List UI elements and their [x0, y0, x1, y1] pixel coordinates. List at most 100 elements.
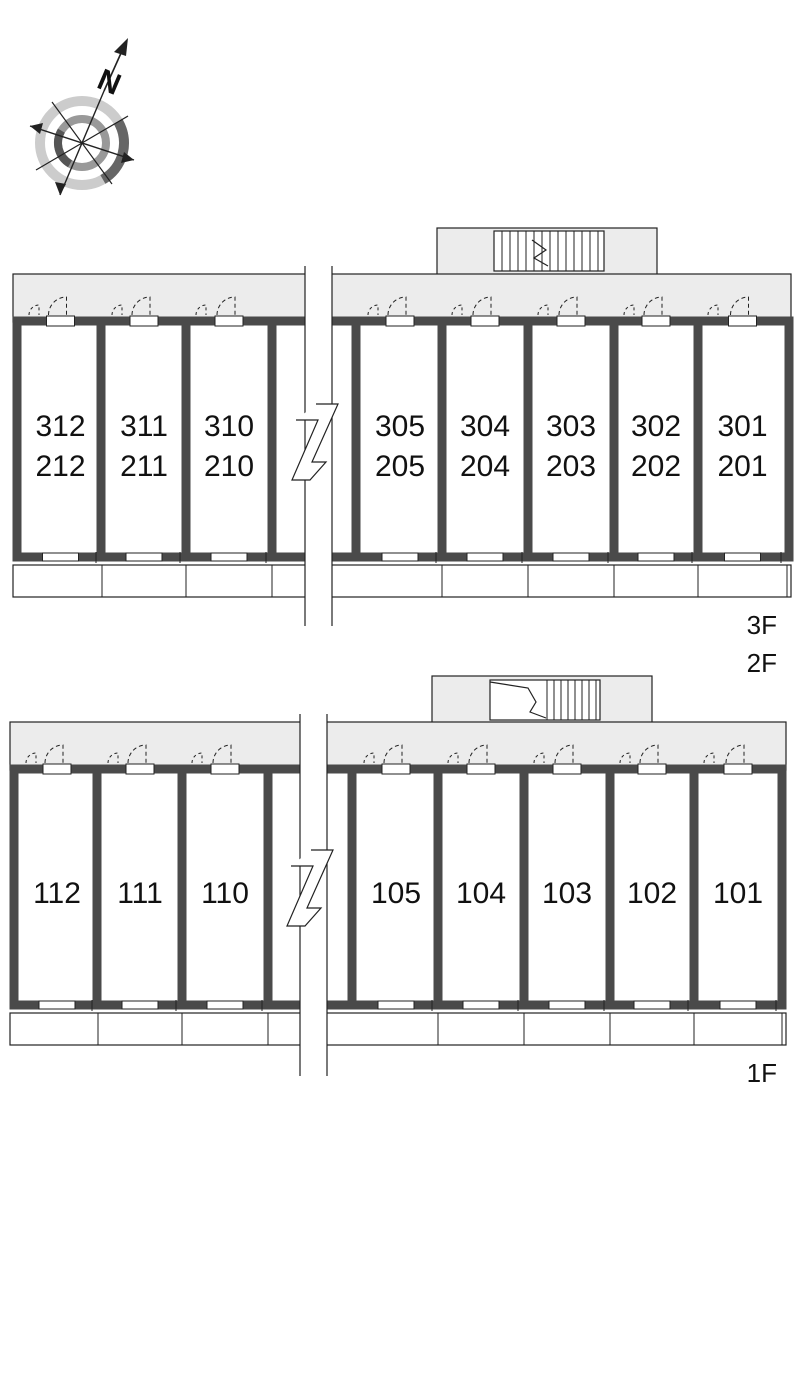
- unit-number-upper-label: 301: [717, 410, 767, 443]
- meter-box-swing-icon: [363, 752, 375, 764]
- entry-door: [552, 763, 582, 775]
- balcony-window: [462, 1000, 500, 1010]
- unit-number-lower-label: 201: [717, 450, 767, 483]
- balcony-window: [206, 1000, 244, 1010]
- door-swing-icon: [387, 296, 407, 316]
- balcony-window: [637, 552, 675, 562]
- door-swing-icon: [127, 744, 147, 764]
- meter-box-swing-icon: [367, 304, 379, 316]
- upper-balcony: [12, 564, 792, 598]
- entry-door: [556, 315, 586, 327]
- unit-number-lower-label: 210: [204, 450, 254, 483]
- floor-label-3f: 3F: [747, 610, 777, 640]
- unit-number-label: 103: [542, 877, 592, 910]
- balcony-window: [719, 1000, 757, 1010]
- balcony-window: [724, 552, 761, 562]
- unit-number-label: 112: [33, 877, 81, 910]
- unit-number-lower-label: 202: [631, 450, 681, 483]
- staircase-icon: [493, 230, 605, 272]
- door-swing-icon: [383, 744, 403, 764]
- entry-door: [210, 763, 240, 775]
- meter-box-swing-icon: [195, 304, 207, 316]
- entry-door: [641, 315, 671, 327]
- unit-number-lower-label: 205: [375, 450, 425, 483]
- entry-door: [214, 315, 244, 327]
- balcony-window: [548, 1000, 586, 1010]
- entry-door: [46, 315, 75, 327]
- meter-box-swing-icon: [447, 752, 459, 764]
- unit-number-upper-label: 303: [546, 410, 596, 443]
- door-swing-icon: [558, 296, 578, 316]
- meter-box-swing-icon: [451, 304, 463, 316]
- north-label: N: [93, 63, 126, 102]
- unit-number-upper-label: 302: [631, 410, 681, 443]
- unit-number-upper-label: 311: [120, 410, 168, 443]
- entry-door: [466, 763, 496, 775]
- meter-box-swing-icon: [707, 304, 719, 316]
- entry-door: [728, 315, 757, 327]
- unit-number-upper-label: 304: [460, 410, 510, 443]
- entry-door: [470, 315, 500, 327]
- north-arrow-compass-icon: N: [29, 38, 135, 196]
- entry-door: [385, 315, 415, 327]
- unit-number-lower-label: 203: [546, 450, 596, 483]
- door-swing-icon: [212, 744, 232, 764]
- door-swing-icon: [639, 744, 659, 764]
- entry-door: [723, 763, 753, 775]
- entry-door: [381, 763, 411, 775]
- lower-break-symbol: [286, 849, 334, 927]
- meter-box-swing-icon: [537, 304, 549, 316]
- unit-number-label: 101: [713, 877, 763, 910]
- door-swing-icon: [44, 744, 64, 764]
- balcony-window: [377, 1000, 415, 1010]
- unit-number-lower-label: 204: [460, 450, 510, 483]
- lower-floor-plan: 112 111 110 105 104 103 102 101 1F: [9, 675, 787, 1088]
- upper-corridor: [12, 273, 792, 323]
- meter-box-swing-icon: [28, 304, 40, 316]
- lower-balcony: [9, 1012, 787, 1046]
- balcony-window: [552, 552, 590, 562]
- unit-number-label: 110: [201, 877, 249, 910]
- balcony-window: [381, 552, 419, 562]
- unit-number-label: 105: [371, 877, 421, 910]
- floor-label-2f: 2F: [747, 648, 777, 678]
- lower-corridor: [9, 721, 787, 771]
- door-swing-icon: [468, 744, 488, 764]
- floor-label-1f: 1F: [747, 1058, 777, 1088]
- meter-box-swing-icon: [533, 752, 545, 764]
- balcony-window: [210, 552, 248, 562]
- balcony-window: [42, 552, 79, 562]
- unit-number-lower-label: 211: [120, 450, 168, 483]
- meter-box-swing-icon: [25, 752, 37, 764]
- door-swing-icon: [131, 296, 151, 316]
- unit-number-upper-label: 312: [35, 410, 85, 443]
- unit-number-upper-label: 305: [375, 410, 425, 443]
- door-swing-icon: [725, 744, 745, 764]
- balcony-window: [125, 552, 163, 562]
- balcony-window: [38, 1000, 76, 1010]
- upper-break-symbol: [291, 403, 339, 481]
- unit-number-upper-label: 310: [204, 410, 254, 443]
- unit-number-label: 104: [456, 877, 506, 910]
- entry-door: [129, 315, 159, 327]
- door-swing-icon: [643, 296, 663, 316]
- balcony-window: [633, 1000, 671, 1010]
- door-swing-icon: [554, 744, 574, 764]
- meter-box-swing-icon: [111, 304, 123, 316]
- door-swing-icon: [472, 296, 492, 316]
- entry-door: [125, 763, 155, 775]
- meter-box-swing-icon: [623, 304, 635, 316]
- unit-number-label: 102: [627, 877, 677, 910]
- door-swing-icon: [730, 296, 749, 316]
- balcony-window: [121, 1000, 159, 1010]
- entry-door: [637, 763, 667, 775]
- meter-box-swing-icon: [619, 752, 631, 764]
- meter-box-swing-icon: [191, 752, 203, 764]
- entry-door: [42, 763, 72, 775]
- balcony-window: [466, 552, 504, 562]
- staircase-icon: [489, 679, 601, 721]
- upper-floor-plan: 3122123112113102103052053042043032033022…: [12, 227, 794, 678]
- unit-number-label: 111: [117, 877, 163, 910]
- meter-box-swing-icon: [107, 752, 119, 764]
